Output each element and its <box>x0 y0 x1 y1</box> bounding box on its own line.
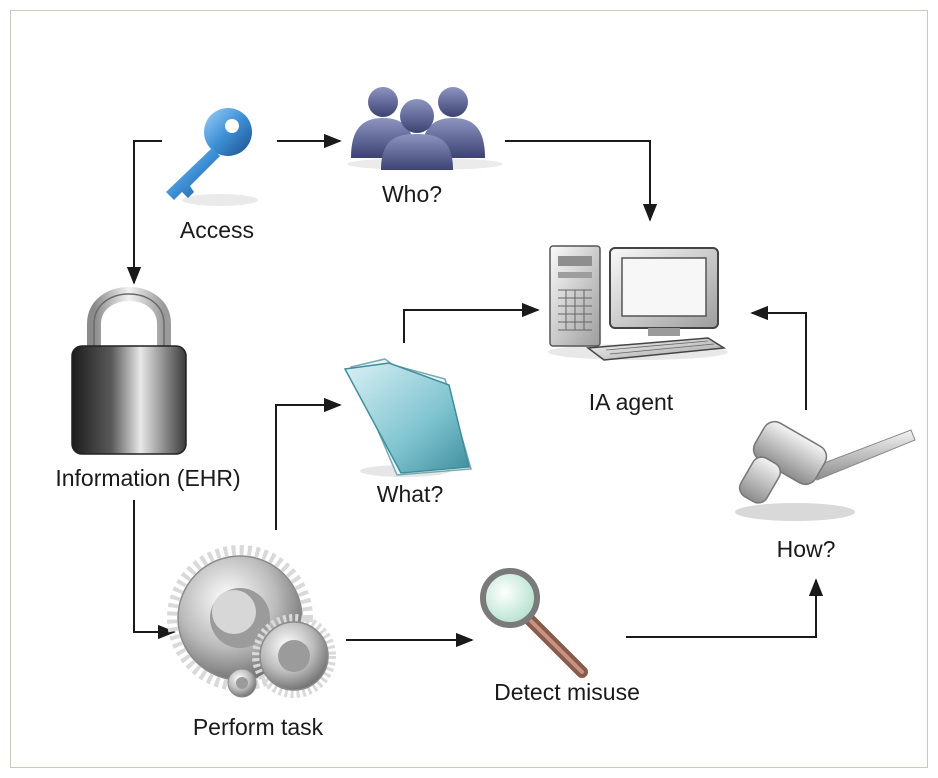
who-label: Who? <box>381 181 443 207</box>
edge-how-to-ia-agent <box>750 305 807 410</box>
edges <box>126 133 824 648</box>
edge-detect-misuse-to-how <box>626 578 824 638</box>
folder-icon <box>343 358 472 477</box>
padlock-icon <box>71 287 187 455</box>
key-icon <box>166 108 258 206</box>
edge-perform-task-to-what <box>275 397 342 530</box>
people-icon <box>347 87 503 170</box>
computer-icon <box>548 245 728 361</box>
ia-agent-label: IA agent <box>588 389 674 415</box>
access-label: Access <box>179 217 255 243</box>
information-label: Information (EHR) <box>55 465 241 491</box>
detect-misuse-label: Detect misuse <box>494 679 640 705</box>
gavel-icon <box>735 420 916 521</box>
diagram-frame <box>10 10 928 768</box>
perform-task-label: Perform task <box>192 714 324 740</box>
edge-access-to-information <box>126 140 162 285</box>
what-label: What? <box>376 481 444 507</box>
edge-what-to-ia-agent <box>403 302 540 343</box>
magnifier-icon <box>480 568 588 678</box>
how-label: How? <box>776 536 836 562</box>
gears-icon <box>167 545 336 698</box>
edge-information-to-perform-task <box>133 500 176 640</box>
edge-who-to-ia-agent <box>505 140 658 222</box>
